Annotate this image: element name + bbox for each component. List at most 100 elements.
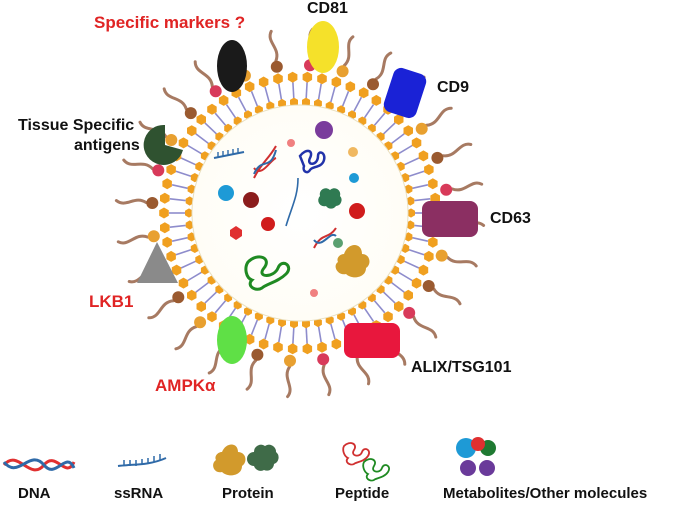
surface-bead bbox=[270, 60, 283, 73]
lipid-tail bbox=[292, 327, 295, 344]
membrane-markers bbox=[137, 21, 478, 364]
metabolite-blue bbox=[218, 185, 234, 201]
lipid-head bbox=[345, 81, 356, 93]
metabolite-red-2 bbox=[349, 203, 365, 219]
lipid-head bbox=[411, 137, 422, 149]
dna-cargo-2 bbox=[313, 227, 337, 249]
lipid-tail bbox=[408, 248, 425, 256]
lipid-tail bbox=[237, 96, 247, 112]
surface-strand bbox=[446, 255, 478, 268]
lipid-tail bbox=[412, 236, 429, 242]
surface-strand bbox=[355, 354, 371, 386]
lipid-tail bbox=[373, 112, 386, 126]
lipid-head bbox=[403, 125, 413, 137]
specific-marker-shape bbox=[217, 40, 247, 92]
lipid-head bbox=[273, 73, 283, 85]
lipid-tail bbox=[171, 236, 188, 242]
lipid-head bbox=[273, 341, 283, 353]
lipid-head bbox=[218, 94, 229, 106]
surface-strand bbox=[342, 35, 355, 67]
outer-lipid-heads bbox=[159, 71, 441, 355]
lipid-head bbox=[185, 220, 194, 230]
lipid-head bbox=[185, 196, 194, 206]
lipid-head bbox=[418, 150, 429, 162]
surface-bead bbox=[422, 280, 435, 292]
cd63-shape bbox=[422, 201, 478, 237]
lipid-tail bbox=[264, 323, 270, 340]
lipid-tail bbox=[250, 319, 259, 335]
surface-bead bbox=[184, 107, 197, 120]
ampk-shape bbox=[217, 316, 247, 364]
lipid-tail bbox=[404, 260, 420, 269]
lipid-head bbox=[187, 289, 197, 301]
lipid-head bbox=[258, 76, 269, 88]
lipid-head bbox=[428, 236, 438, 248]
label-tissue-line2: antigens bbox=[74, 137, 140, 154]
surface-bead bbox=[165, 134, 178, 146]
surface-strand bbox=[425, 106, 453, 127]
surface-bead bbox=[284, 354, 296, 367]
peptide-cargo bbox=[298, 149, 326, 174]
lipid-tail bbox=[175, 248, 192, 256]
lipid-tail bbox=[391, 281, 405, 293]
lipid-tail bbox=[391, 133, 405, 145]
lipid-head bbox=[287, 343, 298, 355]
lipid-head bbox=[166, 164, 176, 176]
lipid-tail bbox=[382, 122, 396, 135]
lipid-head bbox=[290, 97, 298, 107]
lipid-tail bbox=[169, 224, 186, 228]
protein-red-hex bbox=[230, 226, 242, 240]
surface-strand bbox=[193, 60, 214, 88]
surface-strand bbox=[162, 87, 188, 111]
lipid-head bbox=[424, 250, 434, 262]
dna-cargo-strand bbox=[253, 149, 277, 175]
lipid-head bbox=[171, 264, 182, 276]
surface-bead bbox=[152, 164, 165, 177]
lipid-tail bbox=[214, 112, 227, 126]
lipid-tail bbox=[341, 91, 350, 107]
lipid-head bbox=[160, 222, 170, 234]
surface-strand bbox=[268, 29, 279, 63]
label-alix: ALIX/TSG101 bbox=[411, 359, 512, 376]
lipid-tail bbox=[373, 300, 386, 314]
lipid-head bbox=[302, 343, 313, 355]
surface-bead bbox=[440, 183, 453, 196]
lipid-head bbox=[244, 81, 255, 93]
peptide-cargo-green bbox=[244, 255, 291, 291]
lipid-tail bbox=[195, 133, 209, 145]
lipid-tail bbox=[195, 281, 209, 293]
lipid-head bbox=[162, 236, 172, 248]
lipid-tail bbox=[278, 326, 283, 343]
surface-bead bbox=[172, 291, 185, 304]
legend-ssrna-label: ssRNA bbox=[114, 485, 164, 502]
surface-strand bbox=[450, 181, 484, 192]
lipid-head bbox=[424, 164, 434, 176]
lipid-tail bbox=[169, 198, 186, 202]
ssrna-cargo-teeth bbox=[217, 148, 239, 157]
lipid-tail bbox=[317, 83, 322, 100]
lipid-head bbox=[196, 301, 206, 312]
lipid-head bbox=[302, 97, 310, 107]
legend-peptide-icon bbox=[342, 442, 390, 482]
lipid-tails bbox=[169, 82, 431, 344]
metabolite-red bbox=[261, 217, 275, 231]
ssrna-cargo-2 bbox=[285, 177, 299, 227]
legend-dna-label: DNA bbox=[18, 485, 51, 502]
surface-strand bbox=[441, 142, 473, 158]
lipid-tail bbox=[363, 307, 375, 322]
alix-shape bbox=[344, 323, 400, 358]
metabolite-green bbox=[333, 238, 343, 248]
legend-ssrna-icon bbox=[117, 454, 167, 467]
lipid-head bbox=[407, 208, 415, 218]
dna-cargo-2-strand bbox=[313, 233, 337, 244]
cd81-shape bbox=[307, 21, 339, 73]
surface-bead bbox=[435, 249, 448, 262]
surface-strand bbox=[321, 363, 332, 397]
label-ampk: AMPKα bbox=[155, 376, 216, 395]
surface-strand bbox=[245, 359, 258, 391]
surface-bead bbox=[431, 151, 444, 164]
metabolite-teal bbox=[349, 173, 359, 183]
label-cd63: CD63 bbox=[490, 210, 531, 227]
legend-icons bbox=[2, 437, 496, 482]
surface-bead bbox=[367, 78, 379, 91]
